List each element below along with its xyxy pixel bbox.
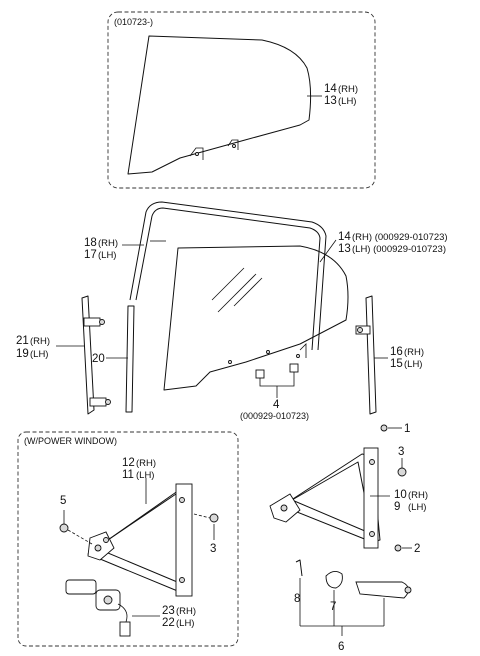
label-12-rh: 12 (122, 457, 135, 469)
label-21-rh: 21 (16, 335, 29, 347)
door-glass-icon (163, 245, 349, 391)
glass-run-channel-icon (125, 201, 327, 413)
label-2: 2 (414, 543, 420, 555)
svg-text:(LH): (LH) (408, 502, 426, 513)
bolt-icon (380, 424, 388, 432)
svg-text:(LH) (000929-010723): (LH) (000929-010723) (352, 244, 446, 255)
svg-text:(RH): (RH) (404, 347, 424, 358)
bolt-icon (59, 523, 69, 533)
label-8: 8 (294, 593, 300, 605)
window-regulator-icon (87, 483, 193, 597)
label-13-lh-000929: 13 (338, 243, 351, 255)
label-7: 7 (330, 601, 336, 613)
window-motor-icon (65, 579, 131, 637)
label-10-rh: 10 (394, 489, 407, 501)
label-16-rh: 16 (390, 346, 403, 358)
svg-text:(LH): (LH) (404, 359, 422, 370)
variant-caption-010723: (010723-) (114, 17, 153, 27)
label-3-left: 3 (210, 543, 216, 555)
sash-channel-icon (81, 295, 111, 415)
svg-text:(RH): (RH) (176, 606, 196, 617)
label-14-rh-000929: 14 (338, 231, 351, 243)
svg-text:(RH): (RH) (338, 84, 358, 95)
label-22-lh: 22 (162, 617, 175, 629)
door-glass-icon (127, 35, 312, 175)
label-23-rh: 23 (162, 605, 175, 617)
label-14-rh-top: 14 (324, 83, 337, 95)
label-18-rh: 18 (84, 237, 97, 249)
label-4-note: (000929-010723) (240, 411, 309, 421)
bolt-icon (394, 544, 402, 552)
svg-text:(LH): (LH) (98, 250, 116, 261)
label-9-lh: 9 (394, 501, 400, 513)
svg-text:(RH): (RH) (136, 458, 156, 469)
label-3-right: 3 (398, 446, 404, 458)
label-11-lh: 11 (122, 469, 134, 481)
clip-icon (255, 363, 299, 398)
svg-text:(LH): (LH) (30, 349, 48, 360)
label-17-lh: 17 (84, 249, 97, 261)
svg-text:(RH): (RH) (408, 490, 428, 501)
label-1: 1 (404, 423, 410, 435)
label-15-lh: 15 (390, 358, 403, 370)
svg-text:(RH) (000929-010723): (RH) (000929-010723) (352, 232, 448, 243)
label-13-lh-top: 13 (324, 95, 337, 107)
label-19-lh: 19 (16, 348, 29, 360)
label-4: 4 (273, 399, 280, 411)
nut-icon (209, 513, 219, 523)
sash-channel-icon (355, 295, 377, 415)
power-window-caption: (W/POWER WINDOW) (24, 436, 117, 446)
label-5: 5 (60, 495, 66, 507)
label-6: 6 (338, 641, 344, 653)
svg-text:(LH): (LH) (176, 618, 194, 629)
svg-text:(LH): (LH) (136, 470, 154, 481)
svg-text:(LH): (LH) (338, 96, 356, 107)
label-20: 20 (92, 353, 105, 365)
power-window-box (17, 431, 239, 647)
nut-icon (397, 467, 407, 477)
variant-box-010723 (107, 11, 376, 189)
svg-text:(RH): (RH) (30, 336, 50, 347)
window-regulator-icon (269, 447, 381, 549)
svg-text:(RH): (RH) (98, 238, 118, 249)
handle-icon (295, 559, 412, 599)
